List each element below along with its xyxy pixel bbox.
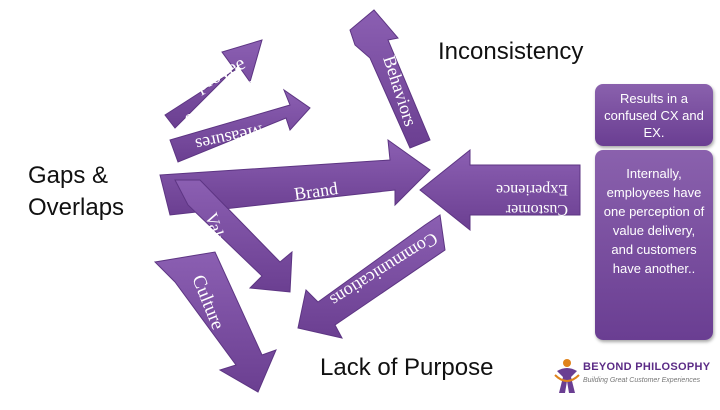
title-gaps-line2: Overlaps — [28, 194, 125, 221]
beyond-philosophy-logo: BEYOND PHILOSOPHY Building Great Custome… — [553, 355, 717, 399]
logo-figure-icon — [554, 359, 580, 393]
label-experience-cx: Experience — [496, 181, 568, 198]
title-gaps-line1: Gaps & — [28, 162, 109, 189]
logo-tagline: Building Great Customer Experiences — [583, 377, 701, 384]
results-text: Results in a confused CX and EX. — [604, 91, 704, 140]
arrow-measures — [169, 88, 311, 163]
arrow-behaviors — [349, 9, 431, 149]
arrow-culture — [153, 251, 277, 393]
arrow-customer-experience — [419, 148, 581, 232]
arrow-communications — [297, 214, 446, 339]
title-gaps-overlaps: Gaps & Overlaps — [28, 160, 124, 224]
title-lack-of-purpose: Lack of Purpose — [320, 354, 494, 381]
label-customer: Customer — [505, 201, 568, 218]
arrow-employee-experience — [164, 39, 263, 129]
label-communications: Communications — [327, 229, 442, 311]
logo-name: BEYOND PHILOSOPHY — [583, 361, 711, 373]
title-inconsistency: Inconsistency — [438, 38, 584, 65]
internally-text: Internally, employees have one perceptio… — [603, 166, 705, 276]
arrow-values — [174, 179, 293, 293]
internally-box: Internally, employees have one perceptio… — [595, 150, 713, 340]
results-box: Results in a confused CX and EX. — [595, 84, 713, 146]
